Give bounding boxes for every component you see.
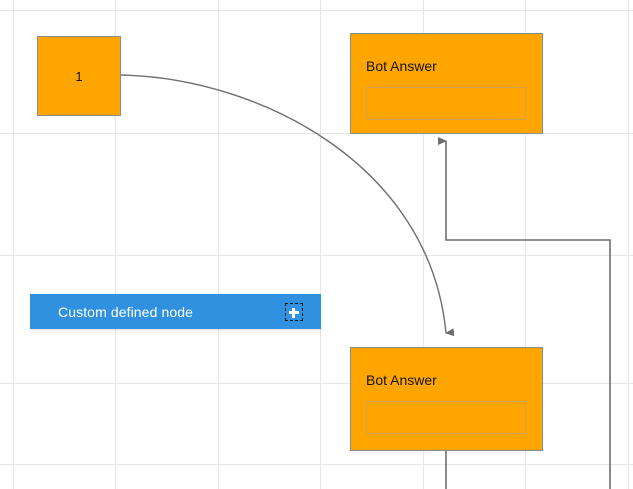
node-1[interactable]: 1 — [37, 36, 121, 116]
bot-answer-title: Bot Answer — [366, 58, 437, 74]
gridline-horizontal — [0, 464, 633, 465]
custom-defined-node-bar[interactable]: Custom defined node — [30, 294, 321, 329]
node-1-label: 1 — [75, 68, 83, 84]
bot-answer-title: Bot Answer — [366, 372, 437, 388]
bot-answer-content-slot[interactable] — [366, 401, 526, 434]
gridline-vertical — [218, 0, 219, 489]
plus-icon-vertical-bar — [292, 307, 295, 318]
bot-answer-node-top[interactable]: Bot Answer — [350, 33, 543, 134]
bot-answer-content-slot[interactable] — [366, 87, 526, 120]
plus-icon[interactable] — [285, 302, 303, 321]
gridline-horizontal — [0, 10, 633, 11]
custom-defined-node-label: Custom defined node — [58, 303, 193, 320]
bot-answer-node-bottom[interactable]: Bot Answer — [350, 347, 543, 451]
gridline-vertical — [628, 0, 629, 489]
gridline-horizontal — [0, 255, 633, 256]
gridline-vertical — [320, 0, 321, 489]
gridline-vertical — [13, 0, 14, 489]
